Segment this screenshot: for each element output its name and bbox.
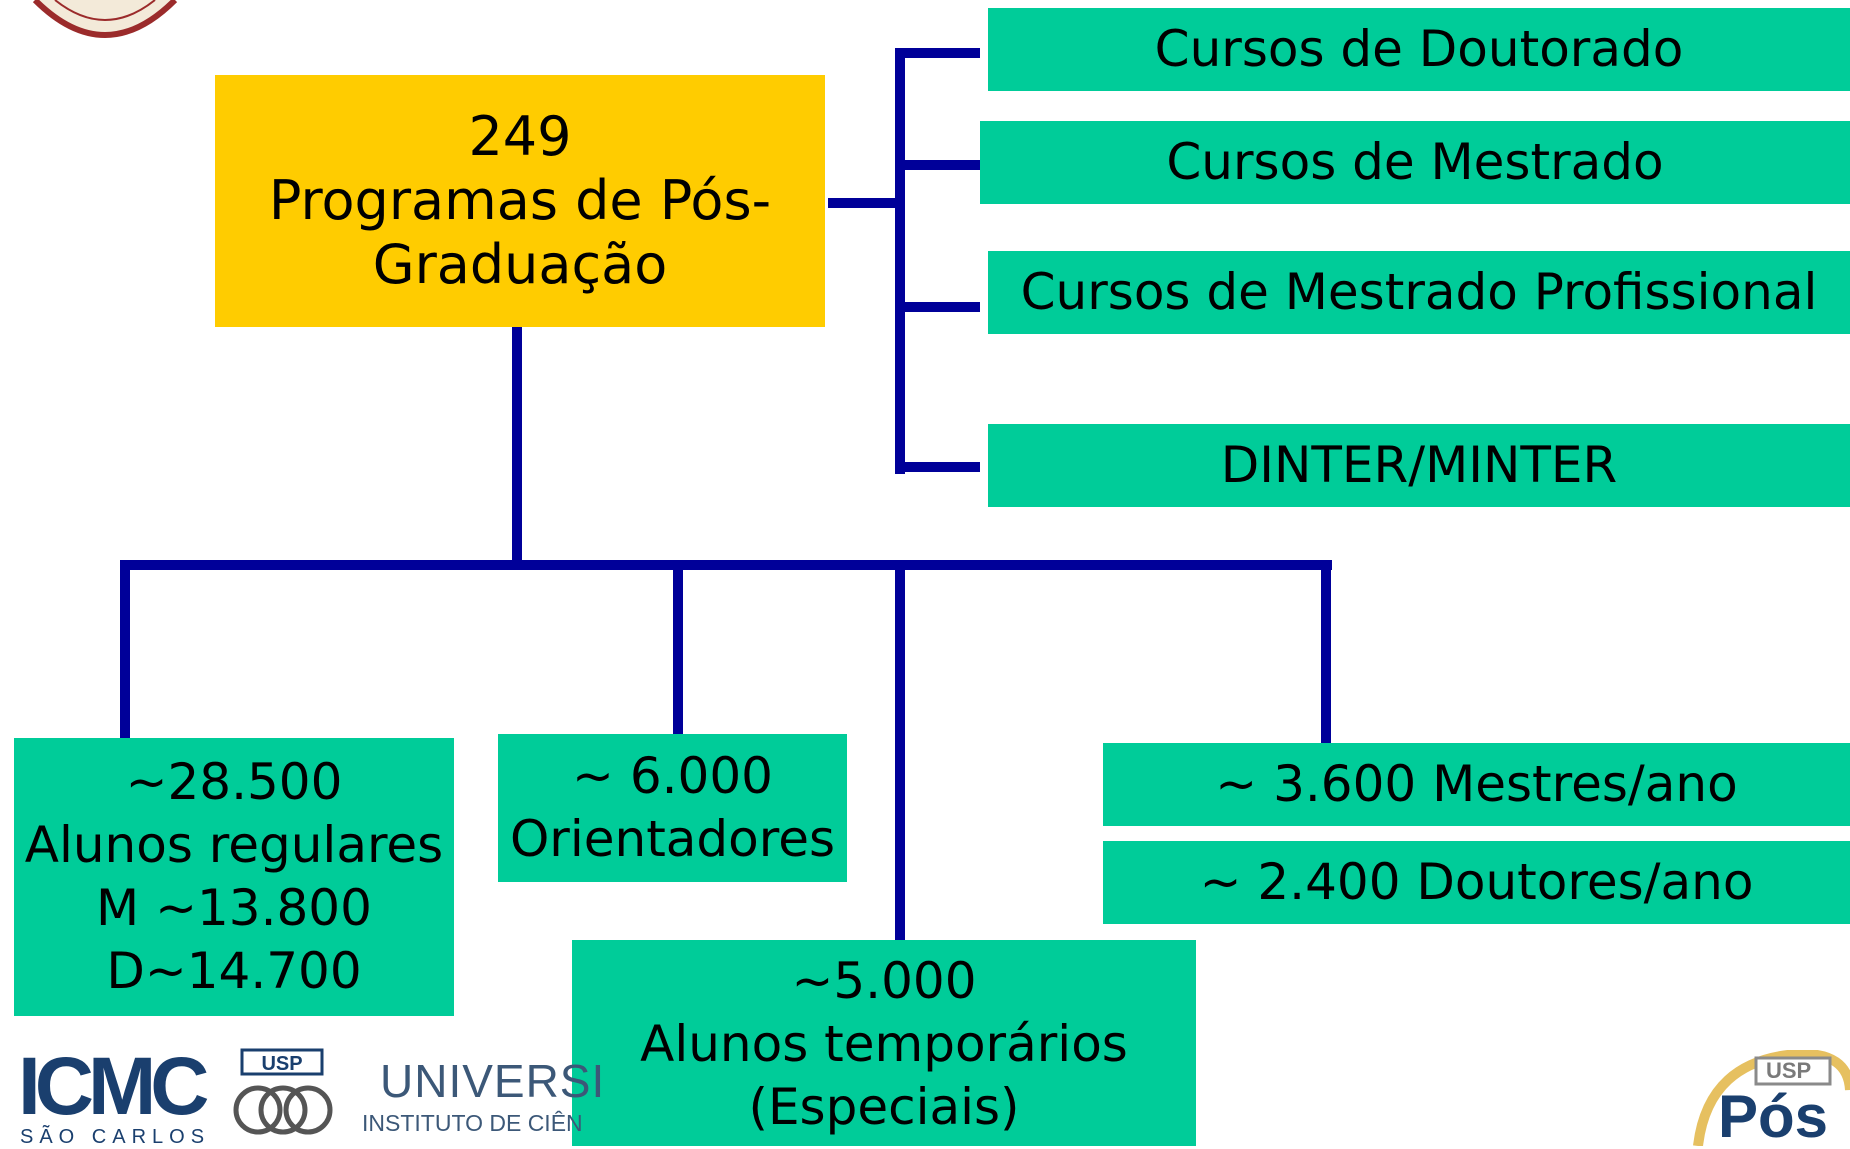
usp-pos-ring-icon bbox=[1693, 1050, 1850, 1146]
center-programs-label-line1: Programas de Pós- bbox=[268, 169, 772, 233]
course-box-doutorado: Cursos de Doutorado bbox=[988, 8, 1850, 91]
center-programs-label-line2: Graduação bbox=[372, 232, 668, 296]
stat-regular-doctors: D~14.700 bbox=[106, 942, 362, 1000]
course-box-dinter-minter: DINTER/MINTER bbox=[988, 424, 1850, 507]
stat-temporary-total: ~5.000 bbox=[791, 952, 977, 1010]
stats-drop-graduates bbox=[1321, 560, 1331, 745]
course-box-mestrado-profissional: Cursos de Mestrado Profissional bbox=[988, 251, 1850, 334]
course-branch-4 bbox=[895, 462, 980, 472]
stats-drop-regular bbox=[120, 560, 130, 740]
icmc-logo: ICMC SÃO CARLOS bbox=[18, 1041, 238, 1149]
usp-pos-logo-usp-text: USP bbox=[1766, 1058, 1812, 1083]
stat-temporary-note: (Especiais) bbox=[748, 1078, 1020, 1136]
center-to-courses-line bbox=[828, 198, 900, 208]
stat-doctors-per-year: ~ 2.400 Doutores/ano bbox=[1199, 853, 1754, 911]
course-box-mestrado: Cursos de Mestrado bbox=[980, 121, 1850, 204]
stat-masters-per-year: ~ 3.600 Mestres/ano bbox=[1215, 755, 1738, 813]
stat-box-doctors-per-year: ~ 2.400 Doutores/ano bbox=[1103, 841, 1850, 924]
seal-logo-icon bbox=[32, 0, 178, 38]
stats-drop-advisors bbox=[673, 560, 683, 736]
stats-drop-temporary bbox=[895, 560, 905, 942]
usp-pos-logo-text: Pós bbox=[1718, 1083, 1829, 1146]
stat-regular-total: ~28.500 bbox=[125, 753, 343, 811]
course-label: Cursos de Mestrado Profissional bbox=[1020, 263, 1818, 321]
universidade-text: UNIVERSI bbox=[380, 1055, 606, 1107]
usp-pos-logo: USP Pós bbox=[1688, 1050, 1850, 1146]
sao-carlos-text: SÃO CARLOS bbox=[20, 1126, 211, 1148]
stat-advisors-label: Orientadores bbox=[509, 810, 836, 868]
stats-horizontal-bus bbox=[120, 560, 1332, 570]
center-programs-box: 249 Programas de Pós- Graduação bbox=[215, 75, 825, 327]
course-branch-2 bbox=[895, 160, 980, 170]
stat-regular-masters: M ~13.800 bbox=[96, 879, 372, 937]
stat-box-masters-per-year: ~ 3.600 Mestres/ano bbox=[1103, 743, 1850, 826]
course-label: Cursos de Doutorado bbox=[1154, 20, 1684, 78]
stat-box-temporary-students: ~5.000 Alunos temporários (Especiais) bbox=[572, 940, 1196, 1146]
courses-vertical-bus bbox=[895, 48, 905, 474]
stat-advisors-total: ~ 6.000 bbox=[572, 747, 773, 805]
course-label: DINTER/MINTER bbox=[1220, 436, 1618, 494]
stat-box-advisors: ~ 6.000 Orientadores bbox=[498, 734, 847, 882]
course-branch-3 bbox=[895, 302, 980, 312]
course-label: Cursos de Mestrado bbox=[1166, 133, 1664, 191]
stat-regular-label: Alunos regulares bbox=[24, 816, 444, 874]
instituto-text: INSTITUTO DE CIÊN bbox=[362, 1110, 583, 1136]
usp-knot-logo-icon: USP bbox=[233, 1048, 333, 1135]
center-down-line bbox=[512, 325, 522, 565]
center-programs-count: 249 bbox=[468, 105, 572, 169]
usp-mark-text: USP bbox=[261, 1053, 302, 1075]
stat-box-regular-students: ~28.500 Alunos regulares M ~13.800 D~14.… bbox=[14, 738, 454, 1016]
course-branch-1 bbox=[895, 48, 980, 58]
icmc-logo-text: ICMC bbox=[18, 1041, 210, 1132]
stat-temporary-label: Alunos temporários bbox=[640, 1015, 1128, 1073]
